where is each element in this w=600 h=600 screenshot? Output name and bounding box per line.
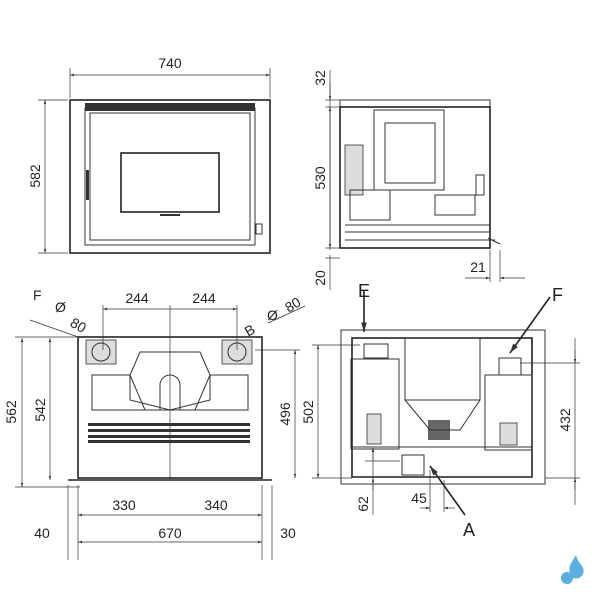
dim-section-height-right: 432 [557,408,573,432]
dim-width: 740 [158,55,182,71]
hopper [384,122,436,184]
dim-bottom-left: 330 [112,497,136,513]
dim-section-height-left: 502 [300,400,316,424]
dim-offset-bottom: 62 [355,496,371,512]
dim-inner-height: 496 [277,402,293,426]
dim-height: 582 [27,164,43,188]
dim-margin-left: 40 [34,525,50,541]
flue-outlet-left [85,339,117,365]
dim-flue-spacing-right: 244 [192,290,216,306]
front-view: 740 582 [27,55,271,254]
control-button [255,223,263,235]
side-view: 32 530 20 21 [312,70,525,290]
label-a: A [463,520,475,540]
flue-left-label: F [33,287,42,303]
section-view: E F A 502 432 62 45 [300,281,580,540]
door [84,107,256,246]
dim-body-height: 542 [32,398,48,422]
rear-view: F Ø 80 B Ø 80 244 244 562 542 496 330 34… [3,287,306,560]
top-grille [85,103,255,111]
dim-flue-spacing-left: 244 [125,290,149,306]
front-frame [69,99,271,254]
side-body [339,106,491,249]
dim-side-height: 530 [312,166,328,190]
dim-margin-right: 30 [280,525,296,541]
brand-plate [160,214,180,216]
motor [428,420,450,440]
glass-window [120,152,220,213]
phi-left: Ø [55,299,66,315]
label-f: F [552,285,563,305]
dim-depth-offset: 21 [470,259,486,275]
dim-bottom-right: 340 [204,497,228,513]
dim-total-height: 562 [3,400,19,424]
label-e: E [358,281,370,301]
dim-rear-width: 670 [158,525,182,541]
phi-right: Ø [267,307,278,323]
brand-logo-icon [561,555,584,584]
auger-motor [349,189,391,221]
pellet-hopper [404,337,481,401]
dim-offset-width: 45 [411,490,427,506]
door-handle [86,170,89,200]
flue-left-diameter: 80 [68,314,90,336]
flue-right-diameter: 80 [282,294,304,316]
dim-bottom-offset: 20 [312,270,328,286]
dim-top-offset: 32 [312,70,328,86]
